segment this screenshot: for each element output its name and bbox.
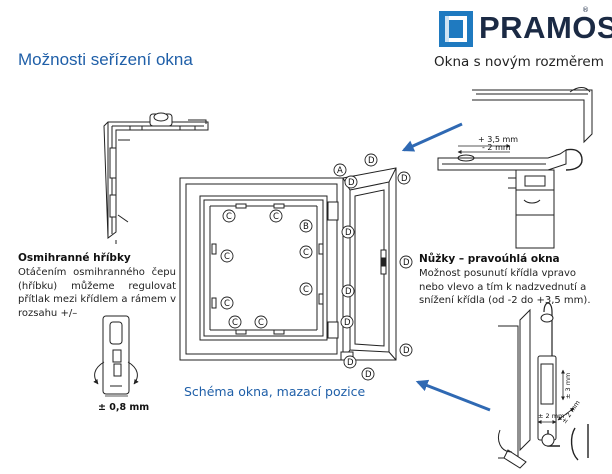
svg-text:D: D <box>365 370 372 380</box>
marker-d-top-left: D <box>344 175 358 189</box>
cam-dimension-label: ± 0,8 mm <box>98 402 149 413</box>
cam-rotate-arrow-right <box>127 361 139 385</box>
marker-c-frame-left-upper: C <box>220 249 234 263</box>
svg-text:C: C <box>232 318 238 328</box>
marker-d-right-lower: D <box>399 343 413 357</box>
lubrication-markers: A D D D C C C C <box>220 153 413 381</box>
hinge-dim-horizontal-label: ± 2 mm <box>538 412 564 420</box>
hinge-dim-vertical-label: ± 3 mm <box>564 373 572 399</box>
svg-text:C: C <box>224 252 230 262</box>
marker-c-frame-top-middle: C <box>269 209 283 223</box>
svg-text:C: C <box>258 318 264 328</box>
marker-d-sash-middle: D <box>341 284 355 298</box>
marker-d-sash-lower: D <box>340 315 354 329</box>
svg-text:B: B <box>303 222 309 232</box>
mushroom-cam-drawing <box>102 315 130 395</box>
svg-text:D: D <box>347 358 354 368</box>
callout-arrow-top <box>401 122 463 152</box>
svg-text:D: D <box>368 156 375 166</box>
scissor-dim-plus-label: + 3,5 mm <box>478 135 518 144</box>
callout-arrow-bottom <box>415 379 491 412</box>
scissors-description: Možnost posunutí křídla vpravo nebo vlev… <box>419 268 591 306</box>
scissors-title: Nůžky – pravoúhlá okna <box>419 253 560 265</box>
cam-rotate-arrow-left <box>93 361 105 385</box>
marker-d-sash-upper: D <box>341 225 355 239</box>
svg-text:A: A <box>337 166 343 176</box>
marker-c-hinge-side-upper: C <box>299 245 313 259</box>
marker-c-frame-bottom-middle: C <box>254 315 268 329</box>
marker-a-top: A <box>333 163 347 177</box>
brand-registered-mark: ® <box>582 6 589 14</box>
svg-text:D: D <box>403 258 410 268</box>
marker-c-hinge-side-lower: C <box>299 282 313 296</box>
mushroom-cams-description: Otáčením osmihranného čepu (hříbku) může… <box>18 267 176 319</box>
svg-text:C: C <box>224 299 230 309</box>
marker-d-top: D <box>364 153 378 167</box>
page-title: Možnosti seřízení okna <box>18 50 193 69</box>
marker-d-bottom: D <box>361 367 375 381</box>
svg-text:D: D <box>403 346 410 356</box>
mushroom-cams-title: Osmihranné hříbky <box>18 252 131 264</box>
svg-text:D: D <box>401 174 408 184</box>
scissor-arm-drawing <box>437 87 593 249</box>
marker-c-frame-bottom-left: C <box>228 315 242 329</box>
svg-text:C: C <box>303 285 309 295</box>
marker-c-frame-left-lower: C <box>220 296 234 310</box>
marker-c-frame-top-left: C <box>222 209 236 223</box>
brand-slogan: Okna s novým rozměrem <box>434 54 604 70</box>
scissor-dim-minus-label: - 2 mm <box>482 143 511 152</box>
hinge-dim-line-diagonal <box>557 407 575 421</box>
svg-text:C: C <box>273 212 279 222</box>
marker-d-right-handle: D <box>399 255 413 269</box>
svg-text:D: D <box>348 178 355 188</box>
svg-text:D: D <box>345 228 352 238</box>
svg-text:D: D <box>345 287 352 297</box>
marker-d-top-right: D <box>397 171 411 185</box>
svg-text:C: C <box>226 212 232 222</box>
marker-b: B <box>299 219 313 233</box>
brand-name: PRAMOS <box>479 10 612 45</box>
pramos-logo-icon <box>439 11 473 47</box>
window-frame-drawing <box>179 167 397 361</box>
svg-text:C: C <box>303 248 309 258</box>
svg-text:D: D <box>344 318 351 328</box>
corner-hinge-drawing <box>103 112 209 244</box>
bottom-hinge-drawing <box>498 302 589 469</box>
marker-d-bottom-left: D <box>343 355 357 369</box>
diagram-caption: Schéma okna, mazací pozice <box>184 384 366 399</box>
